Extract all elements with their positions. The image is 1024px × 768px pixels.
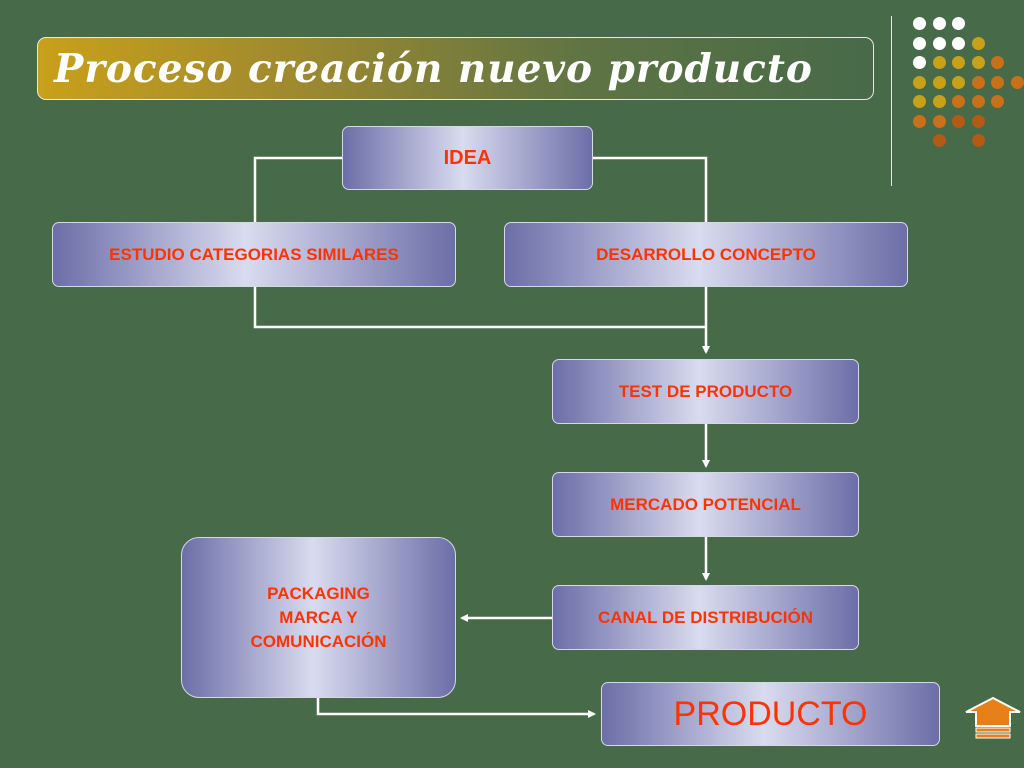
node-packaging-label: PACKAGING MARCA Y COMUNICACIÓN — [251, 582, 387, 654]
connector-packaging-producto — [316, 698, 596, 718]
node-test-label: TEST DE PRODUCTO — [618, 381, 793, 401]
title-banner: Proceso creación nuevo producto — [37, 37, 874, 100]
slide-title: Proceso creación nuevo producto — [54, 45, 813, 92]
node-idea-label: IDEA — [443, 146, 492, 169]
node-idea: IDEA — [342, 126, 593, 190]
node-packaging: PACKAGING MARCA Y COMUNICACIÓN — [181, 537, 456, 698]
packaging-line-3: COMUNICACIÓN — [250, 631, 387, 651]
connector-idea-estudio — [253, 156, 343, 222]
node-canal: CANAL DE DISTRIBUCIÓN — [552, 585, 859, 650]
packaging-line-2: MARCA Y — [279, 607, 358, 627]
node-estudio-label: ESTUDIO CATEGORIAS SIMILARES — [109, 244, 399, 264]
node-producto: PRODUCTO — [601, 682, 940, 746]
node-mercado: MERCADO POTENCIAL — [552, 472, 859, 537]
up-arrow-icon[interactable] — [964, 696, 1022, 740]
connector-idea-desarrollo — [592, 156, 708, 222]
node-mercado-label: MERCADO POTENCIAL — [610, 494, 801, 514]
node-desarrollo: DESARROLLO CONCEPTO — [504, 222, 908, 287]
connector-estudio-merge — [253, 287, 706, 329]
node-desarrollo-label: DESARROLLO CONCEPTO — [596, 244, 816, 264]
vertical-divider — [891, 16, 892, 186]
node-producto-label: PRODUCTO — [673, 694, 868, 733]
node-estudio: ESTUDIO CATEGORIAS SIMILARES — [52, 222, 456, 287]
packaging-line-1: PACKAGING — [267, 583, 370, 603]
node-canal-label: CANAL DE DISTRIBUCIÓN — [597, 607, 814, 627]
node-test: TEST DE PRODUCTO — [552, 359, 859, 424]
